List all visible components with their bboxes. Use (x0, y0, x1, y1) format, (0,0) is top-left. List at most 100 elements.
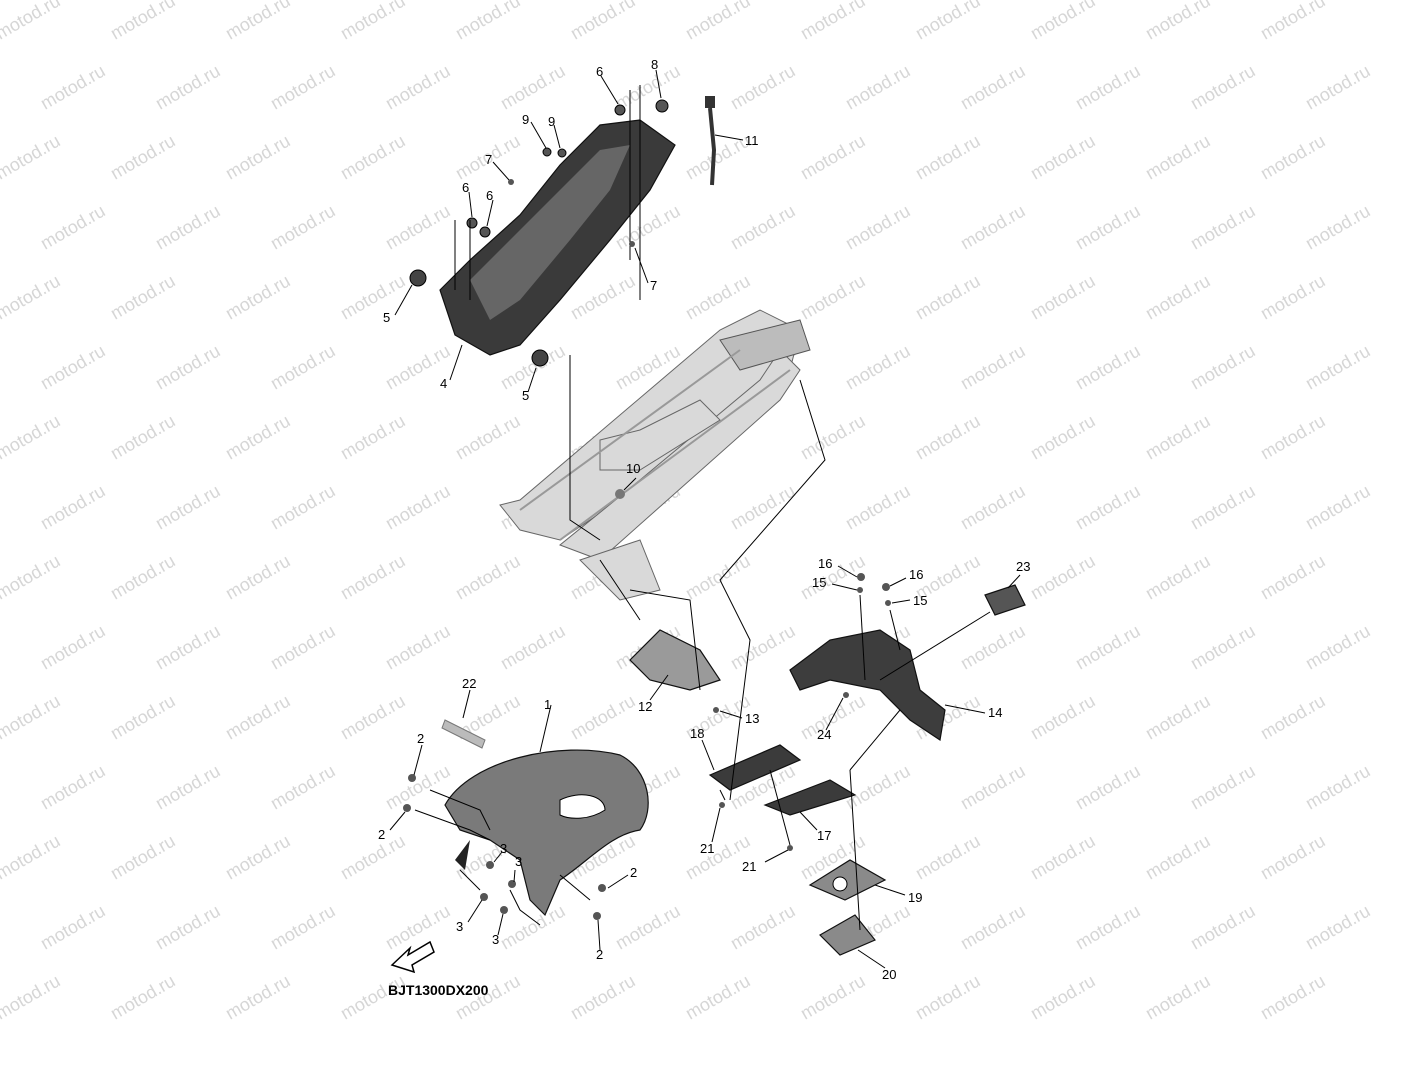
watermark-text: motod.ru (382, 201, 454, 254)
watermark-text: motod.ru (727, 61, 799, 114)
watermark-text: motod.ru (337, 271, 409, 324)
callout-14: 14 (988, 705, 1002, 720)
watermark-text: motod.ru (567, 0, 639, 43)
watermark-text: motod.ru (682, 551, 754, 604)
watermark-text: motod.ru (1142, 551, 1214, 604)
watermark-text: motod.ru (0, 551, 64, 604)
watermark-text: motod.ru (382, 481, 454, 534)
watermark-text: motod.ru (152, 201, 224, 254)
part-20-bracket (819, 914, 876, 956)
callout-9: 9 (548, 114, 555, 129)
watermark-text: motod.ru (152, 341, 224, 394)
callout-24: 24 (817, 727, 831, 742)
callout-17: 17 (817, 828, 831, 843)
watermark-text: motod.ru (1072, 341, 1144, 394)
callout-13: 13 (745, 711, 759, 726)
front-direction-arrow-icon (390, 940, 435, 974)
watermark-text: motod.ru (0, 691, 64, 744)
watermark-text: motod.ru (37, 901, 109, 954)
watermark-text: motod.ru (682, 0, 754, 43)
callout-21: 21 (700, 841, 714, 856)
watermark-text: motod.ru (1257, 831, 1329, 884)
watermark-text: motod.ru (452, 411, 524, 464)
callout-15: 15 (812, 575, 826, 590)
callout-6: 6 (486, 188, 493, 203)
callout-22: 22 (462, 676, 476, 691)
callout-6: 6 (462, 180, 469, 195)
watermark-text: motod.ru (107, 691, 179, 744)
watermark-text: motod.ru (1257, 131, 1329, 184)
callout-1: 1 (544, 697, 551, 712)
watermark-text: motod.ru (0, 831, 64, 884)
watermark-text: motod.ru (1072, 61, 1144, 114)
callout-18: 18 (690, 726, 704, 741)
watermark-text: motod.ru (912, 271, 984, 324)
watermark-text: motod.ru (1187, 481, 1259, 534)
watermark-text: motod.ru (682, 831, 754, 884)
watermark-text: motod.ru (267, 61, 339, 114)
watermark-text: motod.ru (727, 901, 799, 954)
callout-5: 5 (522, 388, 529, 403)
watermark-text: motod.ru (37, 481, 109, 534)
watermark-text: motod.ru (957, 481, 1029, 534)
watermark-text: motod.ru (267, 481, 339, 534)
watermark-text: motod.ru (107, 271, 179, 324)
callout-7: 7 (650, 278, 657, 293)
watermark-text: motod.ru (1142, 411, 1214, 464)
watermark-text: motod.ru (0, 0, 64, 43)
watermark-text: motod.ru (1257, 271, 1329, 324)
part-22-label (441, 719, 486, 749)
watermark-text: motod.ru (222, 131, 294, 184)
watermark-text: motod.ru (152, 61, 224, 114)
watermark-text: motod.ru (567, 971, 639, 1024)
watermark-text: motod.ru (842, 201, 914, 254)
part-19-bracket (808, 859, 887, 901)
watermark-text: motod.ru (1027, 971, 1099, 1024)
watermark-layer: motod.ru motod.ru motod.ru motod.ru motod.ru… (0, 0, 1374, 1023)
watermark-text: motod.ru (912, 0, 984, 43)
watermark-text: motod.ru (267, 621, 339, 674)
part-12-bracket (629, 629, 721, 691)
watermark-text: motod.ru (957, 901, 1029, 954)
watermark-text: motod.ru (727, 481, 799, 534)
watermark-text: motod.ru (797, 971, 869, 1024)
watermark-text: motod.ru (957, 761, 1029, 814)
watermark-text: motod.ru (1302, 761, 1374, 814)
watermark-text: motod.ru (452, 551, 524, 604)
watermark-text: motod.ru (152, 621, 224, 674)
watermark-text: motod.ru (1072, 481, 1144, 534)
watermark-text: motod.ru (1142, 831, 1214, 884)
watermark-text: motod.ru (1187, 341, 1259, 394)
watermark-text: motod.ru (797, 271, 869, 324)
watermark-text: motod.ru (497, 901, 569, 954)
watermark-text: motod.ru (222, 0, 294, 43)
watermark-text: motod.ru (1027, 131, 1099, 184)
callout-3: 3 (515, 854, 522, 869)
watermark-text: motod.ru (452, 0, 524, 43)
watermark-text: motod.ru (497, 621, 569, 674)
watermark-text: motod.ru (1257, 411, 1329, 464)
callout-10: 10 (626, 461, 640, 476)
watermark-text: motod.ru (337, 131, 409, 184)
diagram-code: BJT1300DX200 (388, 982, 489, 998)
watermark-text: motod.ru (1142, 271, 1214, 324)
watermark-text: motod.ru (382, 901, 454, 954)
watermark-text: motod.ru (842, 61, 914, 114)
watermark-text: motod.ru (1027, 0, 1099, 43)
watermark-text: motod.ru (152, 901, 224, 954)
watermark-text: motod.ru (337, 0, 409, 43)
watermark-text: motod.ru (797, 411, 869, 464)
watermark-text: motod.ru (1072, 761, 1144, 814)
watermark-text: motod.ru (1187, 901, 1259, 954)
watermark-text: motod.ru (1257, 551, 1329, 604)
callout-2: 2 (378, 827, 385, 842)
callout-16: 16 (909, 567, 923, 582)
watermark-text: motod.ru (1187, 201, 1259, 254)
leader-lines (389, 69, 1021, 969)
callout-15: 15 (913, 593, 927, 608)
watermark-text: motod.ru (842, 341, 914, 394)
watermark-text: motod.ru (957, 201, 1029, 254)
watermark-text: motod.ru (222, 411, 294, 464)
watermark-text: motod.ru (1187, 61, 1259, 114)
